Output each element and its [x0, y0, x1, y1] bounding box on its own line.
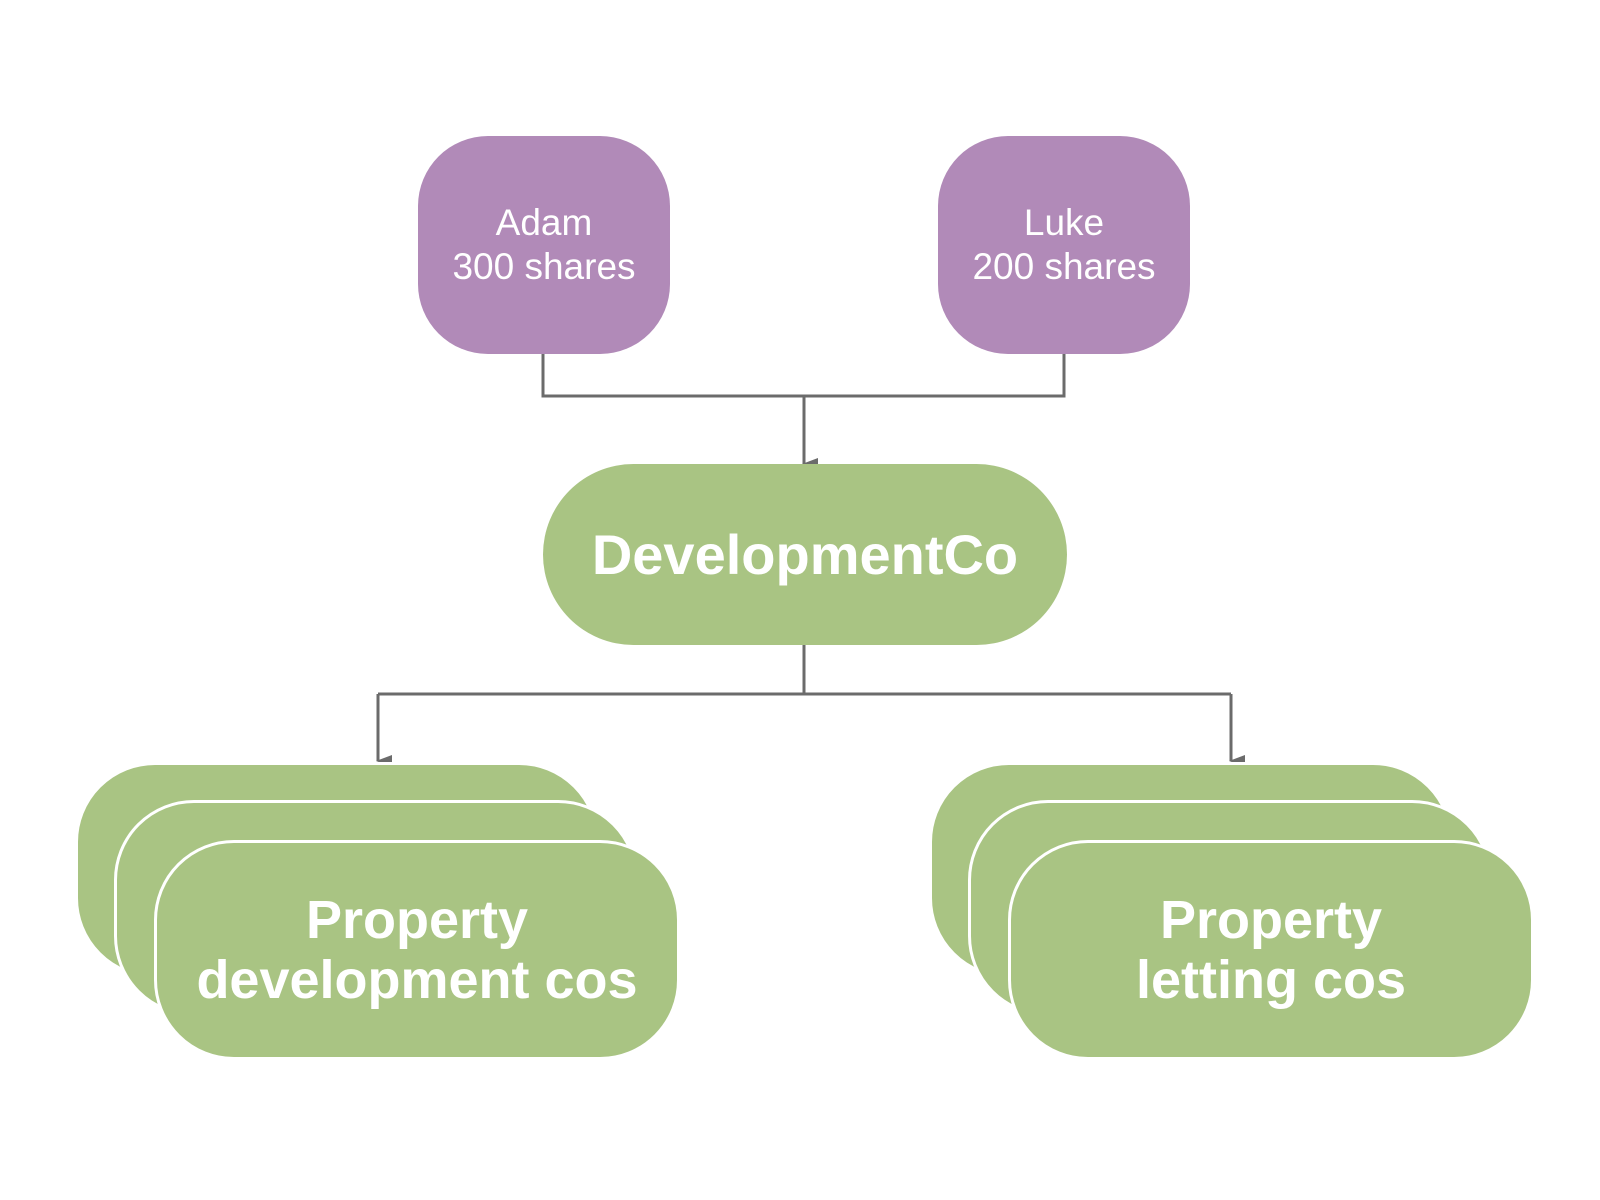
- development-cos-label-line1: Property: [305, 890, 529, 950]
- shareholder-luke-shares: 200 shares: [972, 246, 1156, 287]
- connector-adam: [541, 354, 804, 398]
- developmentco-node: DevelopmentCo: [543, 464, 1067, 645]
- letting-cos-node: Property letting cos: [1008, 840, 1534, 1060]
- shareholder-adam-name: Adam: [495, 202, 593, 243]
- development-cos-node: Property development cos: [154, 840, 680, 1060]
- shareholder-adam-shares: 300 shares: [452, 246, 636, 287]
- development-cos-label-line2: development cos: [196, 950, 638, 1010]
- shareholder-luke: Luke 200 shares: [938, 136, 1190, 354]
- connector-luke: [804, 354, 1066, 398]
- developmentco-label: DevelopmentCo: [591, 522, 1019, 586]
- letting-cos-label-line1: Property: [1159, 890, 1383, 950]
- shareholder-luke-name: Luke: [1023, 202, 1105, 243]
- shareholder-adam: Adam 300 shares: [418, 136, 670, 354]
- letting-cos-label-line2: letting cos: [1135, 950, 1407, 1010]
